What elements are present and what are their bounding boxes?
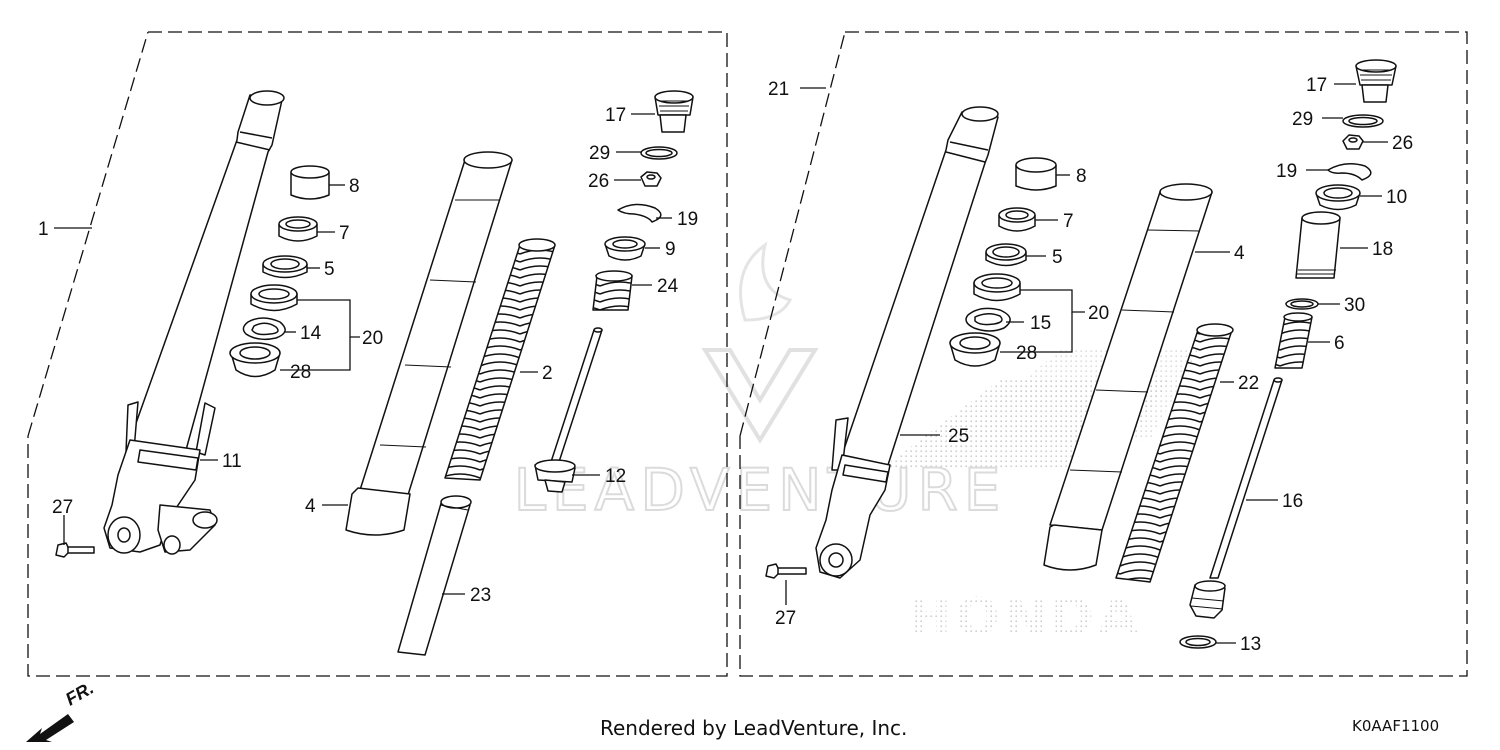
bush-8 <box>290 165 330 200</box>
callout-7-right: 7 <box>1063 211 1074 232</box>
callout-17-right: 17 <box>1306 75 1327 96</box>
o-ring-30 <box>1285 298 1319 310</box>
callout-21: 21 <box>768 79 789 100</box>
callout-20-right: 20 <box>1088 303 1109 324</box>
callout-28: 28 <box>290 362 311 383</box>
callout-8: 8 <box>349 176 360 197</box>
right-leader-lines <box>785 83 1388 644</box>
callout-8-right: 8 <box>1076 166 1087 187</box>
left-panel-border <box>27 31 728 677</box>
callout-27-right: 27 <box>775 608 796 629</box>
fork-bolt-17-right <box>1355 59 1397 103</box>
diagram-code: K0AAF1100 <box>1352 717 1440 735</box>
callout-28-right: 28 <box>1016 343 1037 364</box>
spring-collar-23 <box>397 495 472 656</box>
watermark-logo-text: HONDA <box>908 588 1143 648</box>
callout-1: 1 <box>38 219 49 240</box>
snap-ring-19 <box>617 203 662 223</box>
oil-seal-20-right <box>973 273 1021 302</box>
damper-rod-16 <box>1189 377 1283 619</box>
callout-19: 19 <box>677 209 698 230</box>
callout-19-right: 19 <box>1276 161 1297 182</box>
fork-bolt-17 <box>654 90 694 133</box>
callout-2: 2 <box>542 363 553 384</box>
stopper-ring-14 <box>242 317 286 341</box>
lock-nut-26 <box>640 171 662 187</box>
snap-ring-19-right <box>1327 163 1372 181</box>
dust-seal-28 <box>229 342 281 378</box>
rendered-by-credit: Rendered by LeadVenture, Inc. <box>600 716 908 740</box>
callout-29-right: 29 <box>1292 109 1313 130</box>
fork-inner-tube-4-right <box>1043 183 1213 571</box>
callout-17: 17 <box>605 105 626 126</box>
bolt-27 <box>55 542 95 558</box>
callout-14: 14 <box>300 323 322 344</box>
callout-4-right: 4 <box>1234 243 1245 264</box>
o-ring-29 <box>640 146 678 160</box>
watermark-logo-icon <box>701 348 819 444</box>
axle-bracket-right <box>815 417 891 579</box>
lock-nut-26-right <box>1342 134 1364 150</box>
callout-29: 29 <box>589 143 610 164</box>
callout-16: 16 <box>1282 491 1303 512</box>
front-direction-icon: FR. <box>26 680 97 742</box>
callout-26: 26 <box>588 171 609 192</box>
bush-7 <box>278 216 318 242</box>
callout-25: 25 <box>948 426 969 447</box>
callout-9: 9 <box>665 239 676 260</box>
callout-11: 11 <box>222 451 242 472</box>
callout-24: 24 <box>657 276 679 297</box>
o-ring-29-right <box>1342 114 1384 128</box>
front-direction-label: FR. <box>62 680 97 709</box>
callout-22: 22 <box>1238 373 1259 394</box>
o-ring-13 <box>1179 635 1217 649</box>
callout-4: 4 <box>305 496 316 517</box>
callout-5: 5 <box>324 259 335 280</box>
fork-inner-tube-4 <box>345 151 513 536</box>
callout-7: 7 <box>339 223 350 244</box>
callout-5-right: 5 <box>1052 247 1063 268</box>
callout-23: 23 <box>470 585 491 606</box>
dust-seal-28-right <box>949 332 1001 367</box>
spring-seat-9 <box>604 236 646 261</box>
callout-27: 27 <box>52 497 73 518</box>
washer-5-right <box>985 243 1027 267</box>
bush-7-right <box>998 207 1036 232</box>
bush-8-right <box>1015 157 1057 191</box>
axle-bracket <box>103 401 218 555</box>
callout-6: 6 <box>1334 333 1345 354</box>
washer-5 <box>262 255 308 279</box>
callout-30: 30 <box>1344 295 1365 316</box>
bolt-27-right <box>765 563 807 579</box>
callout-15: 15 <box>1030 313 1051 334</box>
stopper-ring-15 <box>965 307 1011 332</box>
rebound-spring-6 <box>1274 312 1313 369</box>
callout-10: 10 <box>1386 187 1407 208</box>
rebound-spring-24 <box>592 270 633 311</box>
callout-12: 12 <box>605 466 626 487</box>
fork-outer-tube <box>129 90 285 451</box>
damper-tube-18 <box>1295 211 1341 279</box>
callout-20: 20 <box>362 328 383 349</box>
seal-cap-10 <box>1315 184 1361 211</box>
callout-13: 13 <box>1240 634 1261 655</box>
damper-rod-12 <box>534 327 603 493</box>
fork-spring-22 <box>1115 323 1234 583</box>
oil-seal-20 <box>250 284 298 312</box>
callout-18: 18 <box>1372 239 1393 260</box>
callout-26-right: 26 <box>1392 133 1413 154</box>
right-panel-border <box>739 31 1468 677</box>
fork-spring-2 <box>444 238 556 481</box>
watermark-brand-text: LEADVENTURE <box>514 456 1007 524</box>
left-leader-lines <box>54 113 672 595</box>
